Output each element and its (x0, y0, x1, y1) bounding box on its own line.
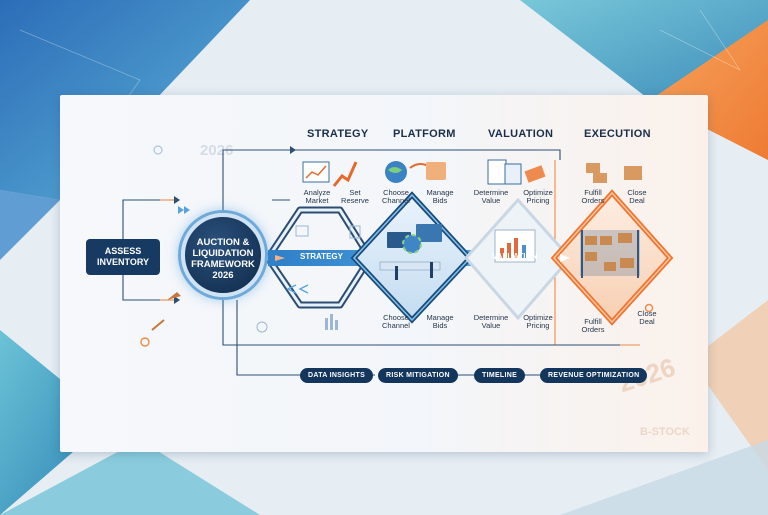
step-manage-bids-bottom: Manage Bids (426, 313, 454, 330)
stage-title-valuation: VALUATION (488, 128, 554, 140)
step-fulfill-orders-top: Fulfill Orders (581, 188, 605, 205)
step-close-deal-top: Close Deal (627, 188, 647, 205)
step-optimize-pricing-top: Optimize Pricing (523, 188, 553, 205)
step-set-reserve: Set Reserve (341, 188, 369, 205)
pillar-timeline: TIMELINE (474, 368, 526, 383)
step-optimize-pricing-bottom: Optimize Pricing (523, 313, 553, 330)
pillar-revenue-optimization: REVENUE OPTIMIZATION (540, 368, 648, 383)
watermark-brand: B-STOCK (640, 426, 690, 438)
pillar-risk-mitigation: RISK MITIGATION (378, 368, 458, 383)
step-determine-value-top: Determine Value (473, 188, 509, 205)
step-determine-value-bottom: Determine Value (473, 313, 509, 330)
watermark-year-top: 2026 (200, 142, 234, 159)
step-choose-channel-top: Choose Channel (382, 188, 410, 205)
band-label-strategy: STRATEGY (300, 252, 343, 261)
step-manage-bids-top: Manage Bids (426, 188, 454, 205)
assess-inventory-node: ASSESS INVENTORY (86, 239, 160, 275)
step-analyze-market: Analyze Market (303, 188, 331, 205)
stage-title-strategy: STRATEGY (307, 128, 369, 140)
step-choose-channel-bottom: Choose Channel (382, 313, 410, 330)
stage-title-platform: PLATFORM (393, 128, 456, 140)
band-label-valuation: VALUATION (492, 252, 538, 261)
step-close-deal-bottom: Close Deal (637, 309, 657, 326)
framework-center-node: AUCTION & LIQUIDATION FRAMEWORK 2026 (181, 213, 265, 297)
step-fulfill-orders-bottom: Fulfill Orders (581, 317, 605, 334)
pillar-data-insights: DATA INSIGHTS (300, 368, 374, 383)
stage-title-execution: EXECUTION (584, 128, 651, 140)
